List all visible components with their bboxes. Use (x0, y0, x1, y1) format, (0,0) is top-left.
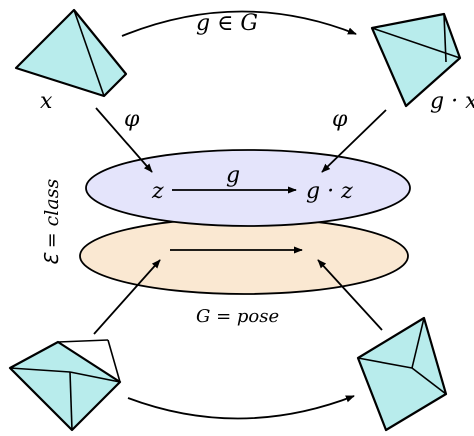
label-g-top: g (226, 163, 240, 188)
bottom-transform-arrow (127, 395, 355, 420)
phi-arrow-right (321, 109, 387, 173)
label-class: ℇ = class (41, 179, 63, 266)
top-transform-arrow (121, 10, 357, 37)
label-g-in-G: g ∈ G (196, 11, 258, 36)
label-x: x (40, 89, 53, 114)
label-gz: g · z (306, 179, 353, 204)
pyramid-shape-left (14, 8, 128, 98)
label-gx: g · x (430, 89, 474, 114)
pose-ellipse (79, 217, 409, 295)
pose-arrow-right (317, 259, 383, 331)
phi-arrow-left (95, 107, 153, 173)
label-z: z (151, 179, 164, 204)
pose-arrow-left (93, 259, 161, 335)
label-phi-left: φ (124, 107, 140, 132)
class-ellipse (85, 149, 411, 227)
pyramid-shape-right (370, 12, 462, 108)
cube-shape-right (356, 316, 448, 432)
label-g-pose: G = pose (196, 306, 279, 327)
cube-shape-left (8, 339, 122, 432)
label-phi-right: φ (332, 107, 348, 132)
